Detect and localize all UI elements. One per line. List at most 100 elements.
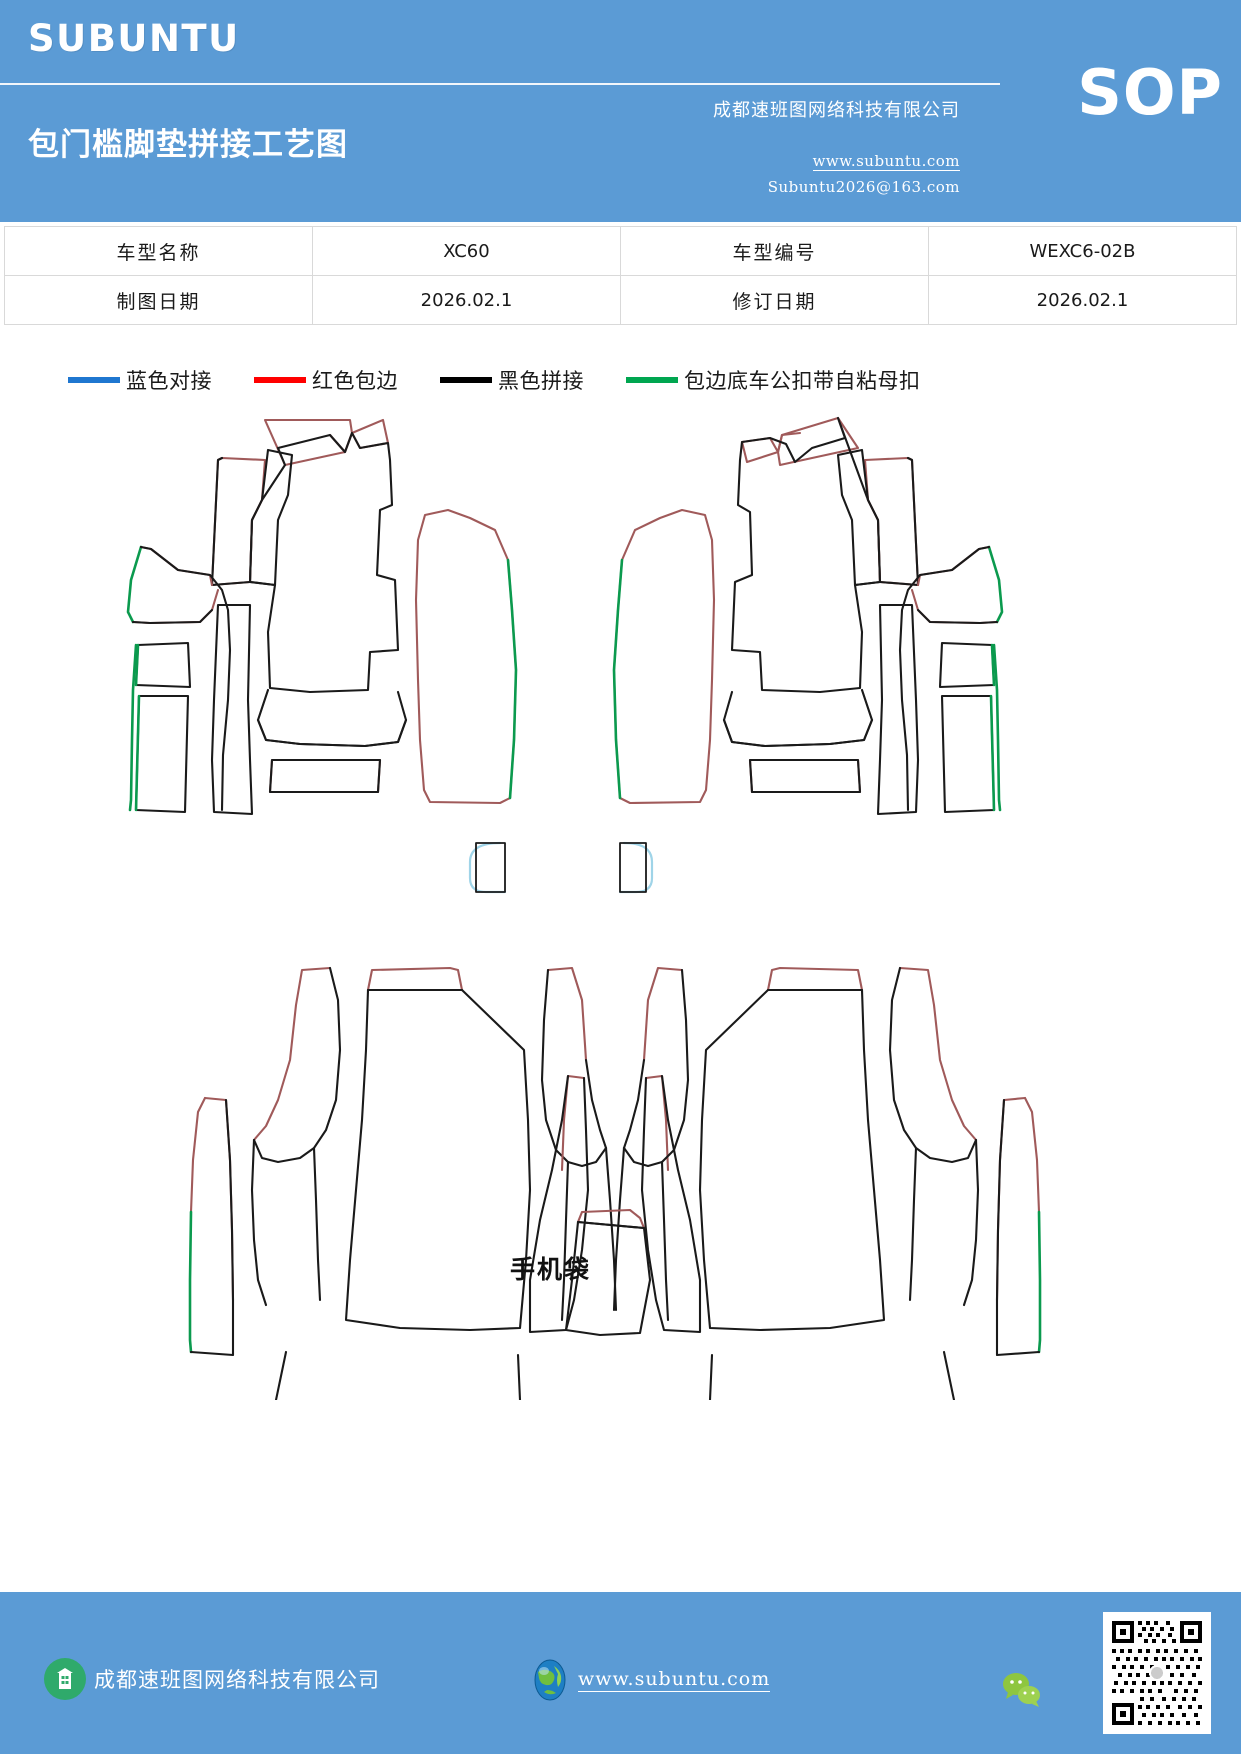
piece-upper-right-arch-green — [612, 558, 624, 800]
piece-upper-left-small-trapezoid-green — [134, 643, 140, 687]
pattern-diagram-svg — [126, 416, 1042, 1400]
header-divider — [0, 83, 1000, 85]
piece-upper-left-slant-strip — [248, 448, 294, 587]
piece-lower-right-outer-edge-black — [995, 1098, 1041, 1357]
page-header: SUBUNTU 成都速班图网络科技有限公司 包门槛脚垫拼接工艺图 SOP www… — [0, 0, 1241, 222]
label-draw-date: 制图日期 — [4, 275, 313, 325]
piece-upper-left-bottom-rect — [268, 758, 382, 794]
phone-pocket-right-bracket — [618, 841, 654, 894]
footer-website-url: www.subuntu.com — [578, 1668, 771, 1692]
legend-swatch-blue-icon — [68, 377, 120, 383]
page-footer: 成都速班图网络科技有限公司 www.subuntu.com — [0, 1592, 1241, 1754]
table-row: 车型名称 XC60 车型编号 WEXC6-02B — [4, 226, 1238, 276]
piece-lower-right-curved-panel-black — [888, 966, 980, 1307]
piece-upper-right-bottom-rect — [748, 758, 862, 794]
piece-lower-left-main-mat — [366, 966, 464, 992]
piece-lower-right-outer-edge-green — [1037, 1210, 1042, 1354]
piece-upper-right-bottom-rect-black — [748, 758, 862, 794]
value-model-name: XC60 — [311, 226, 621, 276]
piece-upper-right-outer-edge-red — [910, 545, 999, 625]
phone-pocket-label: 手机袋 — [510, 1256, 592, 1284]
piece-lower-right-narrow-vertical — [642, 966, 684, 1062]
piece-upper-left-strip-tall — [210, 456, 267, 587]
piece-lower-right-inner-bar-black — [528, 1074, 590, 1334]
piece-lower-left-outer-edge — [189, 1096, 235, 1302]
piece-upper-left-outer-edge — [126, 545, 143, 812]
piece-lower-left-narrow-vertical — [546, 966, 588, 1062]
label-revision-date: 修订日期 — [619, 275, 929, 325]
piece-lower-right-narrow-vertical-black — [612, 968, 690, 1322]
value-revision-date: 2026.02.1 — [927, 275, 1238, 325]
label-model-name: 车型名称 — [4, 226, 313, 276]
piece-lower-left-curved-panel — [252, 966, 332, 1142]
piece-lower-left-outer-edge-black — [189, 1098, 235, 1357]
piece-lower-left-inner-bar-black — [640, 1074, 702, 1334]
phone-pocket-left-box — [475, 842, 506, 893]
vehicle-info-table: 车型名称 XC60 车型编号 WEXC6-02B 制图日期 2026.02.1 … — [4, 226, 1238, 325]
piece-upper-left-top-flap — [263, 418, 354, 467]
footer-website-block[interactable]: www.subuntu.com — [530, 1658, 771, 1702]
piece-upper-right-long-strip-green — [989, 694, 996, 812]
header-company-name: 成都速班图网络科技有限公司 — [713, 100, 960, 120]
legend-label-red: 红色包边 — [312, 370, 398, 393]
piece-upper-left-mid-member — [210, 603, 254, 816]
sop-badge: SOP — [1077, 56, 1223, 129]
piece-lower-left-main-mat-black — [344, 988, 532, 1332]
header-email: Subuntu2026@163.com — [767, 178, 960, 196]
piece-lower-right-bottom-trapezoid — [708, 1350, 956, 1400]
piece-upper-left-long-strip — [134, 694, 190, 814]
legend-item-blue: 蓝色对接 — [68, 365, 212, 395]
piece-upper-left-arch — [414, 508, 518, 805]
legend-label-blue: 蓝色对接 — [126, 370, 212, 393]
header-website-link[interactable]: www.subuntu.com — [0, 152, 960, 171]
piece-upper-right-top-flap — [776, 416, 860, 467]
piece-upper-right-outer-edge — [987, 545, 1004, 812]
piece-upper-left-arch-green — [506, 558, 518, 800]
globe-icon — [530, 1658, 570, 1702]
legend-item-red: 红色包边 — [254, 365, 398, 395]
piece-upper-left-main-panel — [248, 431, 400, 694]
building-icon — [44, 1658, 86, 1700]
piece-upper-right-slant-strip — [836, 448, 882, 587]
value-model-code: WEXC6-02B — [927, 226, 1238, 276]
brand-logo: SUBUNTU — [28, 17, 240, 60]
piece-upper-right-outer-edge-black — [898, 545, 999, 812]
legend-label-green: 包边底车公扣带自粘母扣 — [684, 370, 921, 393]
footer-company-name: 成都速班图网络科技有限公司 — [94, 1669, 380, 1692]
qr-code-icon — [1103, 1612, 1211, 1734]
piece-upper-right-strip-tall-black — [878, 456, 920, 587]
legend-label-black: 黑色拼接 — [498, 370, 584, 393]
wechat-icon — [1000, 1670, 1044, 1710]
legend-swatch-green-icon — [626, 377, 678, 383]
table-row: 制图日期 2026.02.1 修订日期 2026.02.1 — [4, 275, 1238, 325]
legend-swatch-black-icon — [440, 377, 492, 383]
piece-upper-right-arch — [612, 508, 716, 805]
technical-drawing: 手机袋 — [0, 400, 1241, 1400]
piece-upper-right-small-trapezoid-green — [990, 643, 996, 687]
piece-lower-right-main-mat — [766, 966, 864, 992]
piece-upper-right-long-strip — [940, 694, 996, 814]
piece-upper-right-small-trapezoid — [938, 641, 996, 689]
header-website-text: www.subuntu.com — [812, 152, 960, 171]
legend-item-green: 包边底车公扣带自粘母扣 — [626, 365, 921, 395]
legend-swatch-red-icon — [254, 377, 306, 383]
piece-lower-left-outer-edge-green — [188, 1210, 193, 1354]
piece-upper-left-outer-edge-red — [131, 545, 220, 625]
piece-upper-right-lower-cross — [722, 688, 874, 748]
piece-lower-right-curved-panel — [898, 966, 978, 1142]
piece-upper-right-strip-tall — [863, 456, 920, 587]
piece-lower-left-bottom-trapezoid — [274, 1350, 522, 1400]
label-model-code: 车型编号 — [619, 226, 929, 276]
piece-upper-left-lower-cross — [256, 688, 408, 748]
piece-upper-left-long-strip-green — [134, 694, 141, 812]
legend-item-black: 黑色拼接 — [440, 365, 584, 395]
piece-lower-center-small-black — [564, 1220, 652, 1337]
piece-upper-left-strip-tall-black — [210, 456, 252, 587]
piece-upper-left-bottom-rect-black — [268, 758, 382, 794]
piece-upper-left-small-trapezoid — [134, 641, 192, 689]
piece-upper-right-mid-member — [876, 603, 920, 816]
piece-lower-center-small — [576, 1208, 646, 1230]
piece-lower-left-curved-panel-black — [250, 966, 342, 1307]
value-draw-date: 2026.02.1 — [311, 275, 621, 325]
page-title: 包门槛脚垫拼接工艺图 — [28, 127, 348, 162]
